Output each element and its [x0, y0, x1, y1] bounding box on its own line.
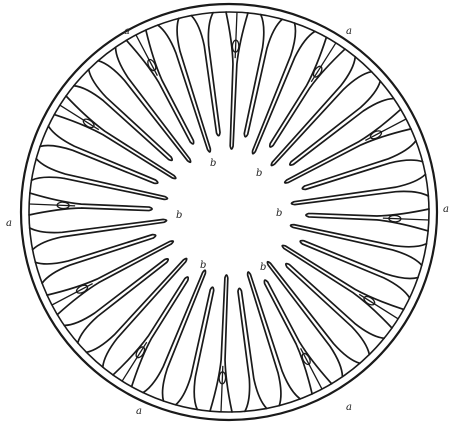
label-outer-bottom-left: a [136, 406, 142, 417]
label-outer-left: a [6, 218, 12, 229]
label-outer-top-right: a [346, 26, 352, 37]
radial-arm [191, 13, 220, 136]
radial-arm [32, 159, 168, 200]
label-inner-bottom-right: b [260, 262, 266, 273]
label-outer-right: a [443, 204, 449, 215]
radial-arm [306, 209, 429, 231]
radial-arm [98, 47, 190, 162]
radial-arm [291, 174, 428, 204]
radial-arm [291, 225, 427, 266]
outer-ring-line [21, 4, 437, 420]
label-inner-bottom-left: b [200, 260, 206, 271]
radial-arm [29, 193, 152, 215]
label-inner-left: b [176, 210, 182, 221]
radial-arm [238, 288, 267, 411]
outer-ring [21, 4, 437, 420]
radial-arm [176, 287, 214, 409]
label-outer-bottom-right: a [346, 402, 352, 413]
radial-arm [244, 15, 282, 137]
label-inner-top-right: b [256, 168, 262, 179]
radial-arms [29, 12, 429, 412]
label-outer-top-left: a [124, 26, 130, 37]
label-inner-top-left: b [210, 158, 216, 169]
label-inner-right: b [276, 208, 282, 219]
radial-arm [267, 262, 359, 377]
radial-arm [30, 219, 167, 249]
radial-arm [54, 96, 175, 179]
radial-arm [282, 245, 403, 328]
